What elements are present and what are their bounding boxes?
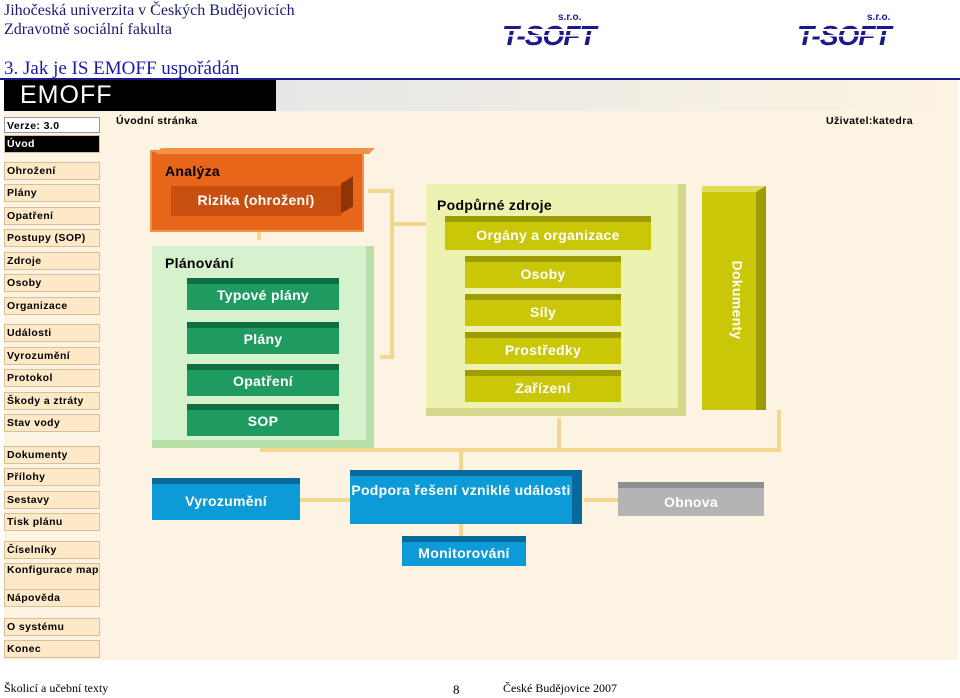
sidebar-item-21[interactable]: Nápověda xyxy=(4,589,100,607)
sidebar-item-7[interactable]: Zdroje xyxy=(4,252,100,270)
university-name: Jihočeská univerzita v Českých Budějovic… xyxy=(4,2,295,19)
sidebar-item-3[interactable]: Ohrožení xyxy=(4,162,100,180)
connector-line xyxy=(459,448,463,472)
faculty-name: Zdravotně sociální fakulta xyxy=(4,21,172,38)
organy-button[interactable]: Orgány a organizace xyxy=(445,216,651,250)
dokumenty-label: Dokumenty xyxy=(729,260,746,340)
sidebar-item-18[interactable]: Tisk plánu xyxy=(4,513,100,531)
sidebar-item-8[interactable]: Osoby xyxy=(4,274,100,292)
osoby-button[interactable]: Osoby xyxy=(465,256,621,288)
vyrozumeni-button[interactable]: Vyrozumění xyxy=(152,478,300,520)
sidebar-item-1: Verze: 3.0 xyxy=(4,117,100,133)
typove-plany-button[interactable]: Typové plány xyxy=(187,278,339,310)
connector-line xyxy=(777,410,781,452)
opatreni-label: Opatření xyxy=(233,373,293,389)
organy-label: Orgány a organizace xyxy=(476,227,620,243)
connector-line xyxy=(557,418,561,452)
svg-text:s.r.o.: s.r.o. xyxy=(867,12,891,23)
sidebar-item-10[interactable]: Události xyxy=(4,324,100,342)
sidebar-item-20[interactable]: Konfigurace map xyxy=(4,563,100,591)
sidebar-item-6[interactable]: Postupy (SOP) xyxy=(4,229,100,247)
breadcrumb: Úvodní stránka xyxy=(116,115,198,127)
planovani-label: Plánování xyxy=(165,255,234,271)
rizika-button[interactable]: Rizika (ohrožení) xyxy=(171,186,341,216)
plany-label: Plány xyxy=(243,331,283,347)
page-number: 8 xyxy=(453,682,460,697)
sidebar-item-23[interactable]: Konec xyxy=(4,640,100,658)
plany-button[interactable]: Plány xyxy=(187,322,339,354)
page-title: 3. Jak je IS EMOFF uspořádán xyxy=(4,58,240,79)
sidebar-item-9[interactable]: Organizace xyxy=(4,297,100,315)
sidebar-item-17[interactable]: Sestavy xyxy=(4,491,100,509)
dokumenty-vertical-wrap: Dokumenty xyxy=(720,260,760,342)
opatreni-button[interactable]: Opatření xyxy=(187,364,339,396)
zarizeni-label: Zařízení xyxy=(515,380,571,396)
sidebar-item-16[interactable]: Přílohy xyxy=(4,468,100,486)
sidebar-item-19[interactable]: Číselníky xyxy=(4,541,100,559)
sily-button[interactable]: Síly xyxy=(465,294,621,326)
analyza-panel-top xyxy=(155,148,375,154)
header-rule xyxy=(0,78,960,80)
banner-gradient xyxy=(276,80,958,111)
app-banner: EMOFF xyxy=(4,80,276,111)
tsoft-logo: s.r.o. T-SOFT xyxy=(502,12,602,50)
analyza-label: Analýza xyxy=(165,163,221,179)
connector-line xyxy=(368,189,392,193)
connector-line xyxy=(459,523,463,547)
dokumenty-button[interactable] xyxy=(702,186,766,410)
sidebar-item-11[interactable]: Vyrozumění xyxy=(4,347,100,365)
sily-label: Síly xyxy=(529,304,557,320)
podpora-button[interactable]: Podpora řešení vzniklé události xyxy=(350,470,582,524)
sidebar-item-15[interactable]: Dokumenty xyxy=(4,446,100,464)
sidebar-item-22[interactable]: O systému xyxy=(4,618,100,636)
prostredky-label: Prostředky xyxy=(504,342,582,358)
svg-text:s.r.o.: s.r.o. xyxy=(558,12,582,23)
podpora-label: Podpora řešení vzniklé události xyxy=(351,482,571,498)
obnova-label: Obnova xyxy=(664,494,718,510)
connector-line xyxy=(299,498,357,502)
vyrozumeni-label: Vyrozumění xyxy=(185,493,267,509)
connector-line xyxy=(390,189,394,359)
sidebar-item-13[interactable]: Škody a ztráty xyxy=(4,392,100,410)
sidebar-item-5[interactable]: Opatření xyxy=(4,207,100,225)
osoby-label: Osoby xyxy=(520,266,566,282)
podpurne-zdroje-label: Podpůrné zdroje xyxy=(437,197,552,213)
user-label: Uživatel:katedra xyxy=(826,115,913,127)
prostredky-button[interactable]: Prostředky xyxy=(465,332,621,364)
footer-right: České Budějovice 2007 xyxy=(503,681,617,695)
rizika-label: Rizika (ohrožení) xyxy=(197,192,315,208)
typove-plany-label: Typové plány xyxy=(216,287,310,303)
footer-left: Školicí a učební texty xyxy=(4,681,109,695)
sop-button[interactable]: SOP xyxy=(187,404,339,436)
sidebar-item-2[interactable]: Úvod xyxy=(4,135,100,153)
connector-line xyxy=(390,222,430,226)
connector-line xyxy=(584,498,624,502)
obnova-button[interactable]: Obnova xyxy=(618,482,764,516)
connector-line xyxy=(380,355,394,359)
tsoft-logo-2: s.r.o. T-SOFT xyxy=(797,12,897,50)
sidebar-item-12[interactable]: Protokol xyxy=(4,369,100,387)
monitorovani-label: Monitorování xyxy=(418,545,510,561)
sidebar-item-14[interactable]: Stav vody xyxy=(4,414,100,432)
monitorovani-button[interactable]: Monitorování xyxy=(402,536,526,566)
zarizeni-button[interactable]: Zařízení xyxy=(465,370,621,402)
sop-label: SOP xyxy=(247,413,279,429)
connector-line xyxy=(260,448,780,452)
sidebar-item-4[interactable]: Plány xyxy=(4,184,100,202)
